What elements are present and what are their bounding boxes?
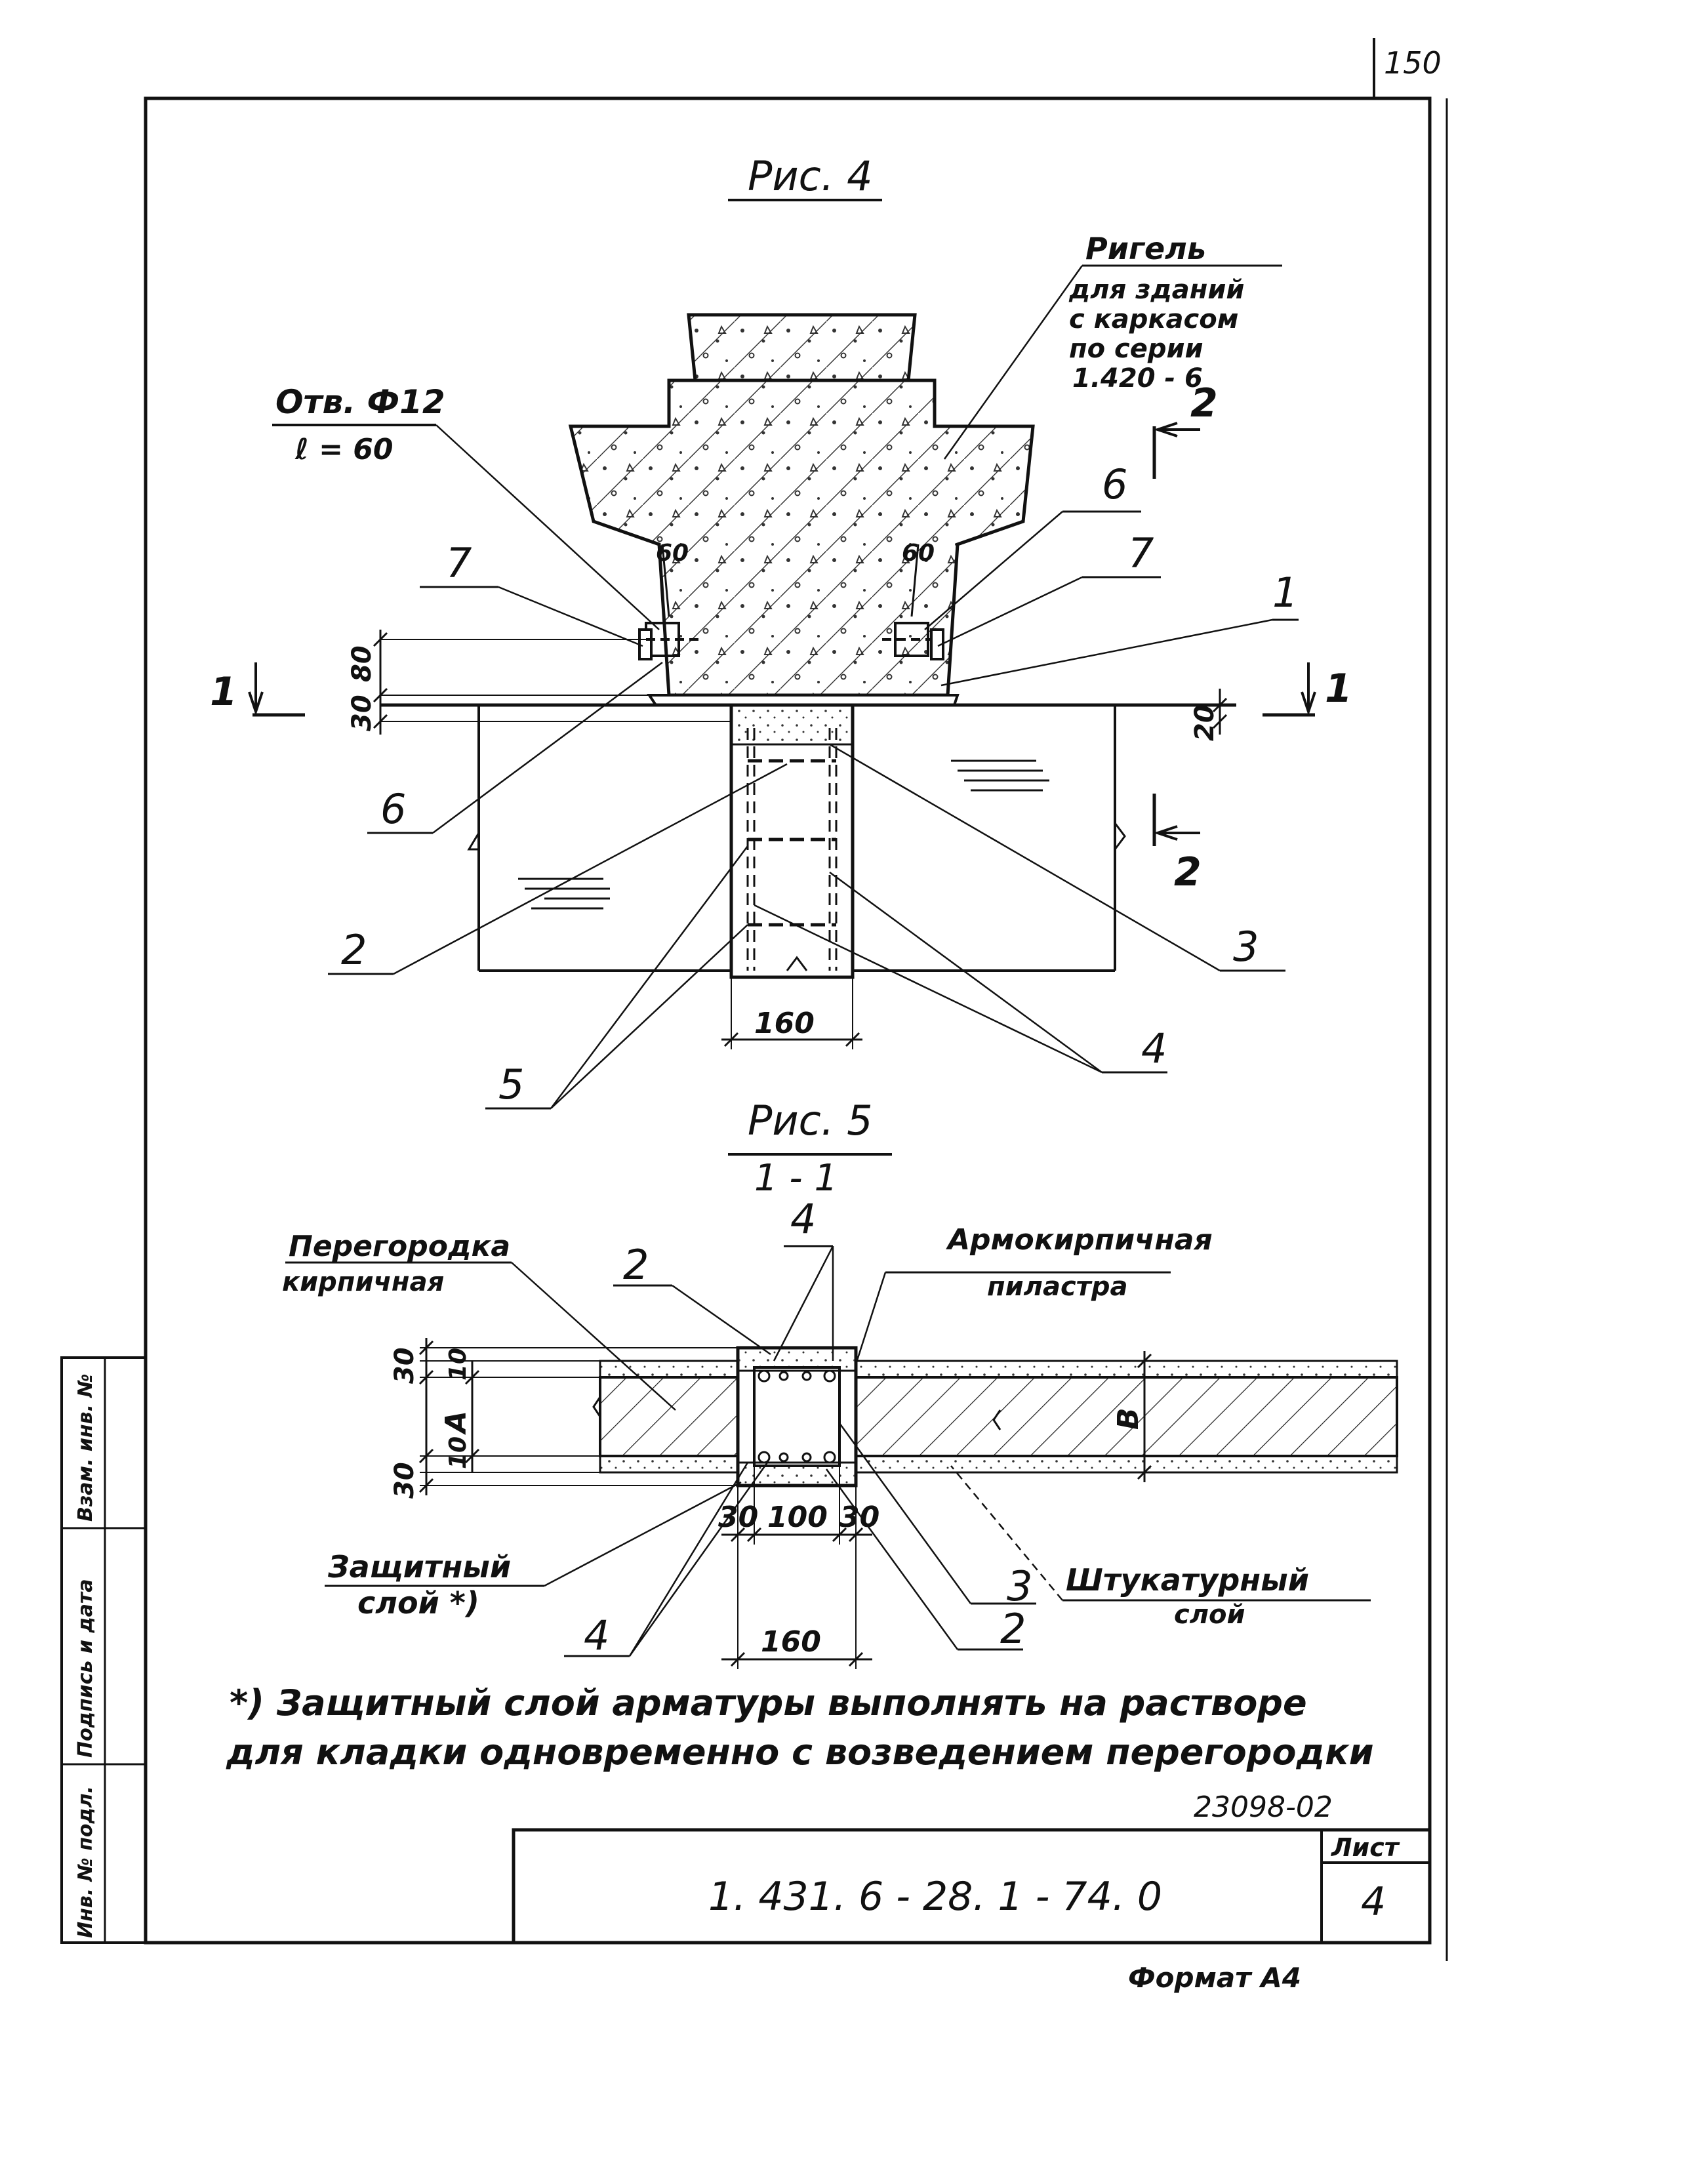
callout-6-right: 6 <box>1102 460 1127 508</box>
dim-A: A <box>439 1411 473 1435</box>
footnote-line2: для кладки одновременно с возведением пе… <box>226 1731 1374 1773</box>
callout-3-fig5: 3 <box>1007 1562 1032 1610</box>
section-2-markers <box>1152 422 1200 846</box>
callout-7-right: 7 <box>1128 529 1154 577</box>
dim-20: 20 <box>1190 704 1220 741</box>
callout-3-fig4: 3 <box>1233 923 1259 971</box>
figure5-subtitle: 1 - 1 <box>754 1157 838 1200</box>
partition-plan-fig5 <box>592 1360 1398 1474</box>
pilaster-plan-fig5 <box>736 1346 858 1487</box>
partition-label-line2: кирпичная <box>282 1267 444 1297</box>
sheet-number: 4 <box>1361 1879 1386 1925</box>
callout-7-left: 7 <box>446 539 472 587</box>
protective-layer-line1: Защитный <box>327 1549 511 1585</box>
dim-30-bottom: 30 <box>390 1462 420 1499</box>
beam-label-line3: с каркасом <box>1069 304 1238 334</box>
pilaster-label-line1: Армокирпичная <box>946 1223 1213 1257</box>
callout-4-fig4: 4 <box>1141 1024 1167 1072</box>
figure4-title: Рис. 4 <box>748 152 873 200</box>
format-label: Формат А4 <box>1128 1962 1301 1994</box>
dim-30-left-w: 30 <box>718 1501 758 1534</box>
dim-80: 80 <box>347 645 377 682</box>
beam-label-line5: 1.420 - 6 <box>1072 363 1203 394</box>
section-2-bottom: 2 <box>1174 849 1202 895</box>
registration-number: 23098-02 <box>1194 1790 1333 1824</box>
hole-diameter: Отв. Ф12 <box>275 383 445 421</box>
callout-2-top: 2 <box>623 1241 649 1289</box>
beam-label-line1: Ригель <box>1085 231 1206 266</box>
callout-leaders-fig4 <box>328 510 1299 1110</box>
beam-label: Ригель для зданий с каркасом по серии 1.… <box>943 231 1282 460</box>
dim-10-top: 10 <box>445 1348 472 1381</box>
callout-2-bottom: 2 <box>1000 1605 1026 1653</box>
callout-1: 1 <box>1272 569 1298 617</box>
callout-5-fig4: 5 <box>498 1061 524 1108</box>
dimensions-fig5 <box>418 1338 1154 1669</box>
callout-2-fig4: 2 <box>341 926 367 974</box>
dim-30-top: 30 <box>390 1347 420 1384</box>
title-block <box>512 1828 1432 1945</box>
vertical-dimensions-fig4 <box>373 630 1228 735</box>
dim-30-right-w: 30 <box>839 1501 879 1534</box>
dim-100: 100 <box>767 1501 828 1534</box>
dim-10-bottom: 10 <box>445 1436 472 1469</box>
section-1-right: 1 <box>1325 666 1352 712</box>
beam-label-line4: по серии <box>1069 334 1203 364</box>
hole-length: ℓ = 60 <box>294 433 394 466</box>
protective-layer-line2: слой *) <box>357 1585 479 1621</box>
beam-crossbar <box>568 313 1035 706</box>
section-1-markers <box>248 662 1316 717</box>
page-number: 150 <box>1384 45 1442 81</box>
beam-label-line2: для зданий <box>1068 275 1244 305</box>
sheet-label: Лист <box>1331 1833 1400 1862</box>
hole-label: Отв. Ф12 ℓ = 60 <box>272 383 660 630</box>
dim-160-fig5: 160 <box>761 1625 821 1659</box>
partition-label-line1: Перегородка <box>289 1230 510 1263</box>
plaster-layer-line1: Штукатурный <box>1066 1562 1309 1598</box>
callout-4-bottom: 4 <box>584 1611 609 1659</box>
pilaster-label-line2: пиластра <box>987 1272 1127 1302</box>
stamp-signature-date: Подпись и дата <box>74 1579 97 1758</box>
section-2-top: 2 <box>1190 380 1218 426</box>
section-1-left: 1 <box>210 669 237 715</box>
dim-30: 30 <box>347 695 377 731</box>
footnote-line1: *) Защитный слой арматуры выполнять на р… <box>230 1682 1307 1724</box>
callout-6-left: 6 <box>380 785 406 833</box>
stamp-inv-number: Инв. № подл. <box>74 1786 97 1938</box>
side-stamp: Взам. инв. № Подпись и дата Инв. № подл. <box>60 1356 147 1944</box>
dim-60-left: 60 <box>656 540 689 567</box>
callout-4-top: 4 <box>790 1195 816 1243</box>
dimension-160-fig4 <box>721 977 862 1049</box>
dim-160-fig4: 160 <box>754 1007 815 1040</box>
pilaster-fig4 <box>729 703 855 979</box>
figure5-title: Рис. 5 <box>748 1097 873 1144</box>
plaster-layer-line2: слой <box>1174 1600 1245 1630</box>
dim-B: В <box>1112 1407 1145 1430</box>
dim-60-right: 60 <box>902 540 935 567</box>
document-code: 1. 431. 6 - 28. 1 - 74. 0 <box>708 1874 1162 1920</box>
stamp-replace-inv: Взам. инв. № <box>74 1373 97 1522</box>
